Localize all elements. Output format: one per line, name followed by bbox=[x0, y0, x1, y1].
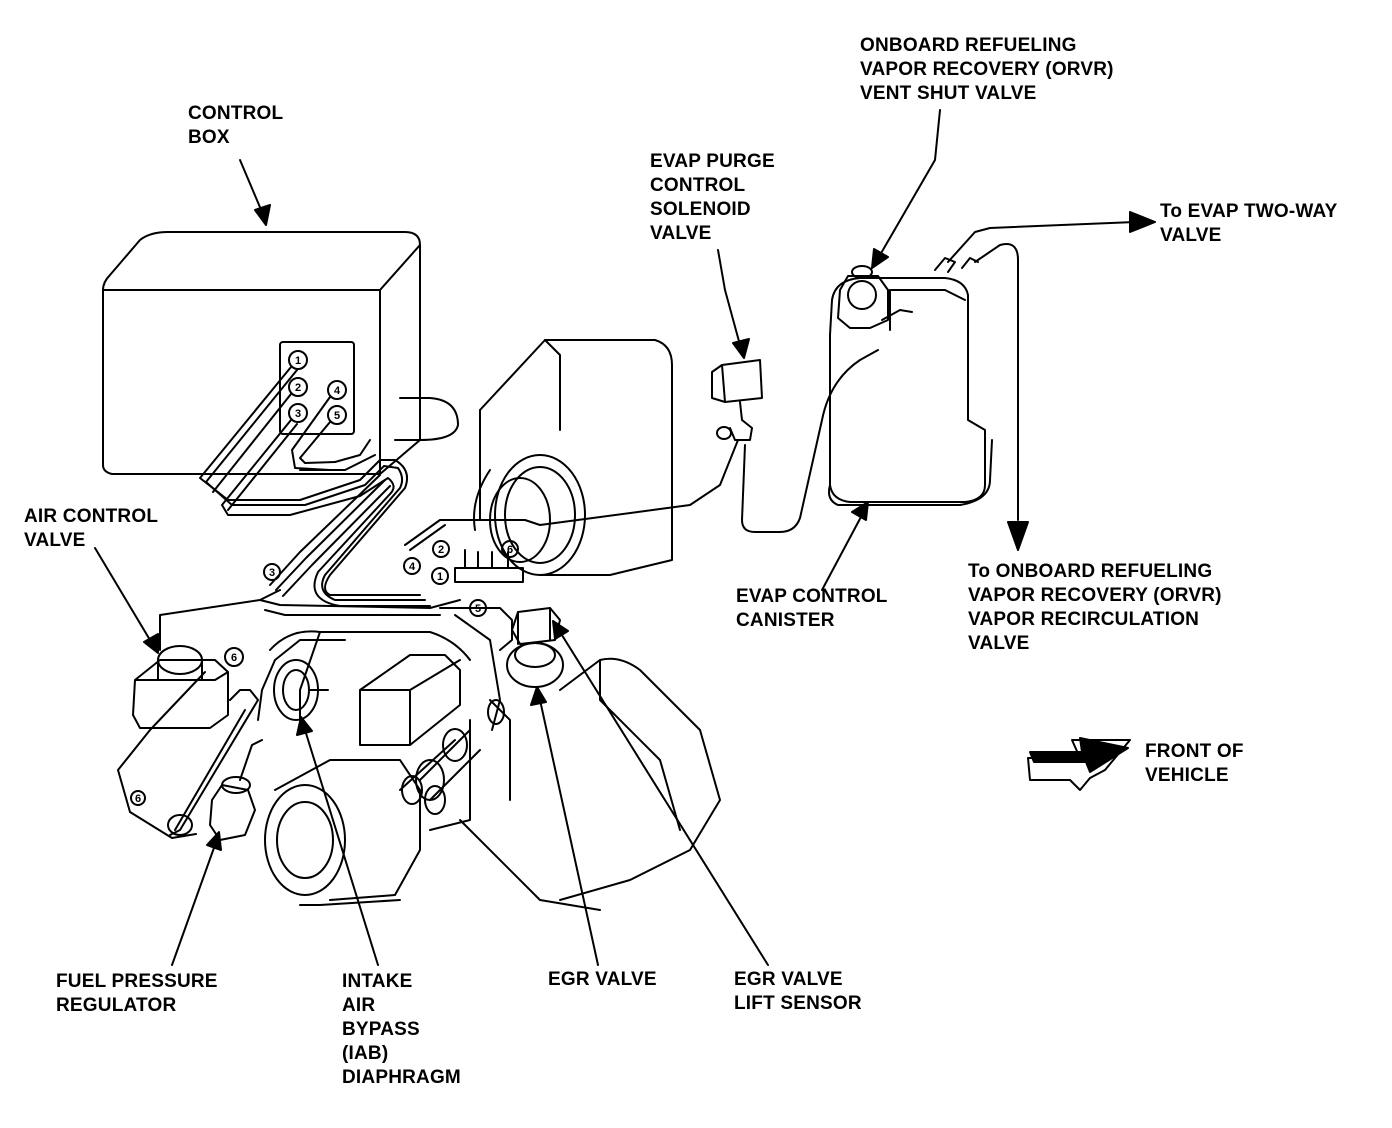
port-6-marker-throttle bbox=[501, 540, 519, 558]
port-4-marker-lower bbox=[403, 557, 421, 575]
fuel-pressure-regulator-body bbox=[209, 639, 346, 841]
intake-plenum bbox=[404, 339, 739, 583]
port-panel bbox=[279, 341, 355, 435]
label-line: VALVE bbox=[1160, 225, 1222, 246]
label-line: VAPOR RECIRCULATION bbox=[968, 609, 1200, 630]
air-control-valve-body bbox=[117, 589, 281, 839]
intake-port-markers bbox=[263, 540, 519, 585]
label-line: VENT SHUT VALVE bbox=[860, 83, 1037, 104]
port-2-marker bbox=[288, 377, 308, 397]
port-6-number-lower: 6 bbox=[135, 793, 141, 805]
control-box-ports bbox=[288, 350, 347, 425]
label-line: BYPASS bbox=[342, 1019, 420, 1040]
label-evap-purge-solenoid: EVAP PURGE CONTROL SOLENOID VALVE bbox=[650, 150, 775, 246]
port-number-glyphs: 1 2 3 4 5 3 4 2 1 6 5 6 6 bbox=[135, 355, 513, 805]
label-egr-lift-sensor: EGR VALVE LIFT SENSOR bbox=[734, 968, 862, 1016]
control-box-hoses bbox=[199, 366, 461, 616]
port-4-number: 4 bbox=[334, 385, 341, 397]
label-line: EVAP PURGE bbox=[650, 151, 775, 172]
label-line: DIAPHRAGM bbox=[342, 1067, 461, 1088]
label-line: VALVE bbox=[650, 223, 712, 244]
label-iab-diaphragm: INTAKE AIR BYPASS (IAB) DIAPHRAGM bbox=[342, 970, 461, 1090]
port-3-number-lower: 3 bbox=[269, 567, 275, 579]
label-control-box: CONTROL BOX bbox=[188, 102, 283, 150]
label-line: EGR VALVE bbox=[734, 969, 843, 990]
label-fuel-pressure-regulator: FUEL PRESSURE REGULATOR bbox=[56, 970, 218, 1018]
label-to-orvr-recirculation: To ONBOARD REFUELING VAPOR RECOVERY (ORV… bbox=[968, 560, 1222, 656]
outlet-arrows bbox=[1007, 211, 1156, 551]
label-line: VEHICLE bbox=[1145, 765, 1229, 786]
label-line: AIR CONTROL bbox=[24, 506, 159, 527]
control-box bbox=[102, 231, 421, 475]
label-line: FUEL PRESSURE bbox=[56, 971, 218, 992]
evap-purge-solenoid-body bbox=[711, 349, 879, 533]
arrow-two-way bbox=[1129, 211, 1156, 233]
port-1-number: 1 bbox=[295, 355, 301, 367]
port-3-number: 3 bbox=[295, 408, 301, 420]
port-3-marker bbox=[288, 403, 308, 423]
port-1-number-lower: 1 bbox=[437, 571, 443, 583]
label-line: CONTROL bbox=[650, 175, 746, 196]
label-line: EGR VALVE bbox=[548, 969, 657, 990]
port-4-marker bbox=[327, 380, 347, 400]
label-line: BOX bbox=[188, 127, 230, 148]
port-2-marker-lower bbox=[432, 540, 450, 558]
iab-diaphragm-body bbox=[273, 659, 329, 721]
label-line: AIR bbox=[342, 995, 376, 1016]
label-line: VALVE bbox=[24, 530, 86, 551]
throttle-port-block bbox=[454, 567, 524, 583]
label-line: INTAKE bbox=[342, 971, 413, 992]
label-orvr-vent-shut-valve: ONBOARD REFUELING VAPOR RECOVERY (ORVR) … bbox=[860, 34, 1114, 106]
leader-lines bbox=[94, 109, 941, 966]
label-line: (IAB) bbox=[342, 1043, 389, 1064]
label-line: CONTROL bbox=[188, 103, 284, 124]
label-front-of-vehicle: FRONT OF VEHICLE bbox=[1145, 740, 1244, 788]
port-2-number-lower: 2 bbox=[438, 544, 444, 556]
label-line: CANISTER bbox=[736, 610, 835, 631]
label-line: VALVE bbox=[968, 633, 1030, 654]
label-line: SOLENOID bbox=[650, 199, 751, 220]
label-egr-valve: EGR VALVE bbox=[548, 968, 657, 992]
port-6-marker-lower bbox=[130, 790, 146, 806]
label-line: LIFT SENSOR bbox=[734, 993, 862, 1014]
label-line: To ONBOARD REFUELING bbox=[968, 561, 1213, 582]
label-line: To EVAP TWO-WAY bbox=[1160, 201, 1338, 222]
port-6-number-upper: 6 bbox=[231, 652, 237, 664]
label-line: VAPOR RECOVERY (ORVR) bbox=[860, 59, 1114, 80]
label-evap-canister: EVAP CONTROL CANISTER bbox=[736, 585, 888, 633]
egr-assembly bbox=[439, 599, 564, 731]
port-6-marker-upper bbox=[224, 647, 244, 667]
port-1-marker-lower bbox=[431, 567, 449, 585]
label-line: EVAP CONTROL bbox=[736, 586, 888, 607]
port-6-number-throttle: 6 bbox=[507, 544, 513, 556]
port-4-number-lower: 4 bbox=[409, 561, 416, 573]
port-3-marker-lower bbox=[263, 563, 281, 581]
label-line: FRONT OF bbox=[1145, 741, 1244, 762]
port-5-marker-lower bbox=[469, 599, 487, 617]
port-5-marker bbox=[327, 405, 347, 425]
engine-block bbox=[167, 630, 721, 911]
front-of-vehicle-arrow bbox=[1027, 737, 1131, 791]
port-5-number-lower: 5 bbox=[475, 603, 481, 615]
label-air-control-valve: AIR CONTROL VALVE bbox=[24, 505, 158, 553]
port-1-marker bbox=[288, 350, 308, 370]
label-line: REGULATOR bbox=[56, 995, 177, 1016]
port-2-number: 2 bbox=[295, 382, 301, 394]
evap-canister-body bbox=[828, 221, 1136, 521]
label-to-evap-two-way: To EVAP TWO-WAY VALVE bbox=[1160, 200, 1338, 248]
label-line: VAPOR RECOVERY (ORVR) bbox=[968, 585, 1222, 606]
label-line: ONBOARD REFUELING bbox=[860, 35, 1077, 56]
arrow-recirculation bbox=[1007, 521, 1029, 551]
port-5-number: 5 bbox=[334, 410, 340, 422]
